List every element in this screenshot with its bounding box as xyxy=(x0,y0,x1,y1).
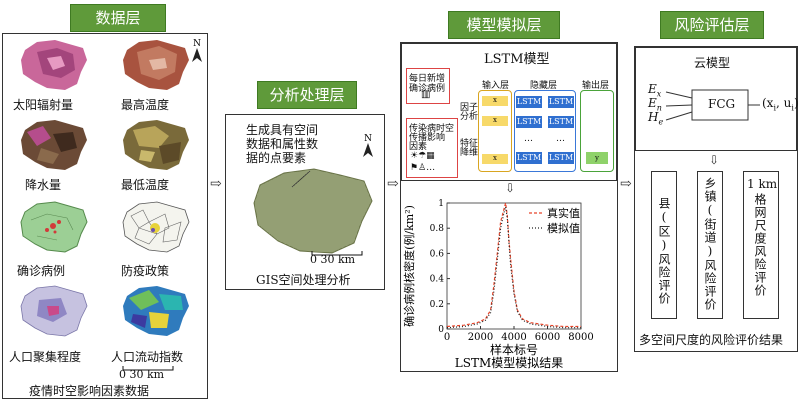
model-layer-header: 模型模拟层 xyxy=(448,11,560,39)
legend-label-2: 模拟值 xyxy=(547,221,580,235)
data-layer-header: 数据层 xyxy=(70,4,166,32)
arrow-icon: ⇨ xyxy=(620,176,632,192)
fcg-diagram xyxy=(665,89,760,121)
analysis-desc-1: 生成具有空间 xyxy=(246,123,319,137)
factors-input: 传染病时空 传播影响 因素 ☀☂▦ ⚑♙… xyxy=(406,118,458,178)
precipitation-map xyxy=(21,120,87,170)
series-line-1 xyxy=(446,202,581,328)
x-tick-label: 6000 xyxy=(535,332,560,343)
scale-bar xyxy=(311,251,363,256)
data-caption: 疫情时空影响因素数据 xyxy=(29,384,150,398)
arrow-icon: ⇨ xyxy=(210,176,222,192)
chart-caption: LSTM模型模拟结果 xyxy=(455,356,563,370)
legend-label-1: 真实值 xyxy=(547,206,580,220)
y-tick-label: 0.6 xyxy=(430,249,445,259)
input-layer-label: 输入层 xyxy=(482,81,510,91)
solar-radiation-map xyxy=(21,40,87,90)
item-label-1: 太阳辐射量 xyxy=(13,98,74,112)
cloud-model-box: 云模型 FCG Ex En He (xi, ui) xyxy=(635,47,799,151)
town-risk-box xyxy=(697,171,723,319)
x-axis-label: 样本标号 xyxy=(490,342,538,357)
people-icon: ⚑♙… xyxy=(410,163,436,173)
analysis-desc-2: 数据和属性数 xyxy=(246,137,319,151)
risk-caption: 多空间尺度的风险评价结果 xyxy=(639,333,784,347)
arrow-icon: ⇨ xyxy=(387,176,399,192)
daily-cases-input: 每日新增 确诊病例 ▥ xyxy=(406,68,450,104)
analysis-desc-3: 据的点要素 xyxy=(246,151,307,165)
lstm-result-chart: 0 2000 4000 6000 8000 0 0.2 0.4 0.6 0.8 1 样本标号 确诊病例核… xyxy=(402,199,594,370)
grid-risk-size: 1 km xyxy=(747,177,778,191)
grid-risk-label: 格网尺度风险评价 xyxy=(753,193,767,297)
weather-icon: ☀☂▦ xyxy=(410,151,435,161)
item-label-4: 最低温度 xyxy=(121,178,170,192)
y-tick-label: 0 xyxy=(438,325,444,335)
item-label-2: 最高温度 xyxy=(121,98,170,112)
town-risk-label: 乡镇(街道)风险评价 xyxy=(703,177,717,311)
north-arrow-icon: N xyxy=(363,134,373,157)
analysis-caption: GIS空间处理分析 xyxy=(256,273,351,287)
data-panel: N 太阳辐射量 最高温度 降水量 最低温度 确诊病例 xyxy=(2,33,208,399)
x-tick-label: 8000 xyxy=(568,332,593,343)
risk-layer-header: 风险评估层 xyxy=(660,11,764,39)
x-tick-label: 0 xyxy=(444,332,450,343)
north-label: N xyxy=(364,134,372,144)
lstm-diagram: LSTM模型 每日新增 确诊病例 ▥ 传染病时空 传播影响 因素 ☀☂▦ ⚑♙…… xyxy=(401,43,617,181)
arrow-icon: ⇩ xyxy=(709,153,720,167)
county-risk-label: 县(区)风险评价 xyxy=(657,197,671,305)
x-tick-label: 4000 xyxy=(501,332,526,343)
epidemic-policy-map xyxy=(122,201,190,253)
hidden-layer-label: 隐藏层 xyxy=(530,81,558,91)
y-tick-label: 0.4 xyxy=(430,275,445,285)
min-temp-map xyxy=(123,120,189,170)
confirmed-cases-map xyxy=(20,201,88,253)
gis-points-map xyxy=(253,168,373,254)
grid-risk-box xyxy=(743,171,779,319)
lstm-title: LSTM模型 xyxy=(484,52,550,67)
y-axis-label: 确诊病例核密度(例/km²) xyxy=(402,205,416,327)
input-layer xyxy=(478,90,512,172)
scale-label: 0 30 km xyxy=(310,253,356,266)
risk-panel: 云模型 FCG Ex En He (xi, ui) ⇩ 县(区)风险评价 乡镇(… xyxy=(634,46,799,352)
scale-bar xyxy=(122,366,174,371)
max-temp-map xyxy=(123,40,189,90)
analysis-panel: 生成具有空间 数据和属性数 据的点要素 N 0 30 km GIS空间处理分析 xyxy=(225,114,385,290)
model-panel: LSTM模型 每日新增 确诊病例 ▥ 传染病时空 传播影响 因素 ☀☂▦ ⚑♙…… xyxy=(400,42,618,372)
item-label-7: 人口聚集程度 xyxy=(9,350,82,364)
north-arrow-icon: N xyxy=(192,39,202,62)
y-tick-label: 1 xyxy=(438,199,444,209)
output-layer xyxy=(580,90,614,172)
population-flow-map xyxy=(123,286,189,336)
output-label: (xi, ui) xyxy=(762,96,799,113)
y-tick-label: 0.8 xyxy=(430,224,445,234)
x-tick-label: 2000 xyxy=(468,332,493,343)
item-label-3: 降水量 xyxy=(25,178,62,192)
analysis-layer-header: 分析处理层 xyxy=(257,81,357,109)
item-label-5: 确诊病例 xyxy=(17,264,66,278)
y-tick-label: 0.2 xyxy=(430,300,444,310)
arrow-icon: ⇩ xyxy=(505,181,516,195)
north-label: N xyxy=(193,39,201,49)
scale-label: 0 30 km xyxy=(119,368,165,381)
fcg-label: FCG xyxy=(708,97,736,111)
output-layer-label: 输出层 xyxy=(582,81,610,91)
bar-chart-icon: ▥ xyxy=(421,89,431,100)
population-density-map xyxy=(20,285,88,337)
item-label-8: 人口流动指数 xyxy=(111,350,184,364)
cloud-model-title: 云模型 xyxy=(694,56,731,70)
item-label-6: 防疫政策 xyxy=(121,264,170,278)
county-risk-box xyxy=(651,171,677,319)
hidden-layer xyxy=(514,90,576,172)
